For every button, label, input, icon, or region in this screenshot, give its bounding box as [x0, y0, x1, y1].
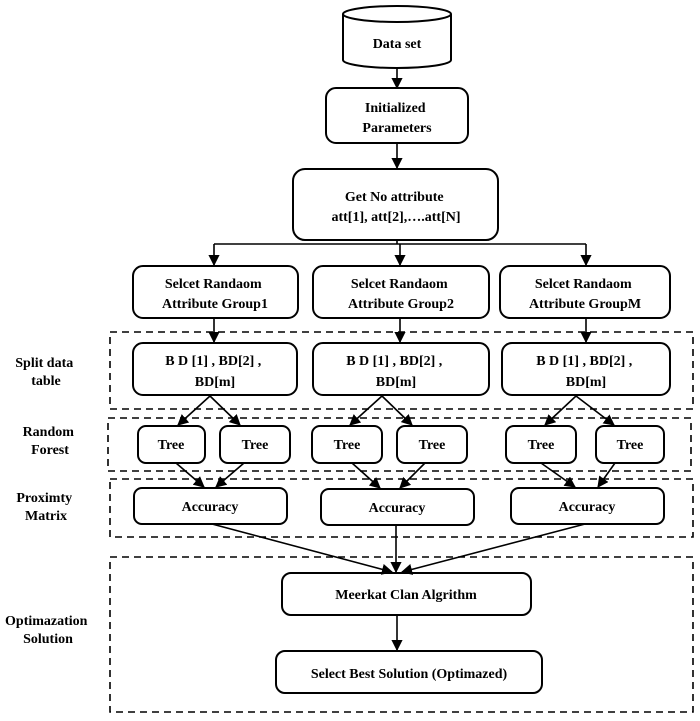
dataset-node: Data set	[342, 5, 452, 69]
edge-bd1-tree1a	[177, 395, 211, 426]
optimization-solution-label: Optimazation Solution	[5, 614, 91, 647]
edge-bd3-tree3a	[544, 395, 577, 426]
accuracy-node-3: Accuracy	[510, 487, 665, 525]
edges	[175, 69, 616, 652]
bd-node-1: B D [1] , BD[2] , BD[m]	[132, 342, 298, 396]
bd-label-1: B D [1] , BD[2] , BD[m]	[165, 354, 265, 390]
bd-node-2: B D [1] , BD[2] , BD[m]	[312, 342, 490, 396]
svg-text:Tree: Tree	[528, 438, 555, 453]
optimization-section-frame	[109, 556, 694, 713]
random-forest-label: Random Forest	[23, 425, 78, 458]
tree-node-3a: Tree	[505, 425, 577, 464]
edge-tree1a-acc1	[175, 462, 205, 488]
init-params-node: Initialized Parameters	[325, 87, 469, 144]
tree-node-2a: Tree	[311, 425, 383, 464]
bd-label-2: B D [1] , BD[2] , BD[m]	[346, 354, 446, 390]
svg-text:Tree: Tree	[617, 438, 644, 453]
accuracy-node-2: Accuracy	[320, 488, 475, 526]
edge-tree1b-acc1	[215, 462, 245, 488]
edge-tree2a-acc2	[351, 462, 381, 489]
svg-text:Select Best Solution (Optimaze: Select Best Solution (Optimazed)	[311, 667, 508, 682]
groupm-node: Selcet Randaom Attribute GroupM	[499, 265, 671, 319]
edge-acc3-meerkat	[400, 523, 586, 575]
bd-label-3: B D [1] , BD[2] , BD[m]	[536, 354, 636, 390]
dataset-label: Data set	[373, 37, 422, 52]
svg-text:Accuracy: Accuracy	[369, 501, 426, 516]
svg-text:Meerkat Clan Algrithm: Meerkat Clan Algrithm	[335, 588, 477, 603]
edge-bd2-tree2b	[381, 395, 413, 426]
forest-section-frame	[107, 417, 692, 472]
svg-text:Accuracy: Accuracy	[559, 500, 616, 515]
edge-acc1-meerkat	[211, 523, 394, 575]
meerkat-node: Meerkat Clan Algrithm	[281, 572, 532, 616]
edge-bd2-tree2a	[349, 395, 383, 426]
tree-node-1b: Tree	[219, 425, 291, 464]
svg-text:Tree: Tree	[158, 438, 185, 453]
init-params-label: Initialized Parameters	[362, 101, 432, 136]
tree-node-3b: Tree	[595, 425, 665, 464]
groupm-label: Selcet Randaom Attribute GroupM	[529, 277, 641, 312]
best-solution-node: Select Best Solution (Optimazed)	[275, 650, 543, 694]
get-attribute-label: Get No attribute att[1], att[2],….att[N]	[331, 190, 460, 225]
group1-label: Selcet Randaom Attribute Group1	[162, 277, 268, 312]
svg-text:Tree: Tree	[242, 438, 269, 453]
group2-label: Selcet Randaom Attribute Group2	[348, 277, 454, 312]
edge-bd1-tree1b	[209, 395, 241, 426]
split-label: Split data table	[15, 356, 76, 389]
tree-node-1a: Tree	[137, 425, 206, 464]
group2-node: Selcet Randaom Attribute Group2	[312, 265, 490, 319]
group1-node: Selcet Randaom Attribute Group1	[132, 265, 299, 319]
svg-text:Accuracy: Accuracy	[182, 500, 239, 515]
proximity-matrix-label: Proximty Matrix	[16, 491, 75, 524]
svg-text:Tree: Tree	[334, 438, 361, 453]
bd-node-3: B D [1] , BD[2] , BD[m]	[501, 342, 671, 396]
svg-text:Tree: Tree	[419, 438, 446, 453]
edge-tree2b-acc2	[399, 462, 426, 489]
edge-tree3b-acc3	[597, 462, 616, 488]
tree-node-2b: Tree	[396, 425, 468, 464]
accuracy-node-1: Accuracy	[133, 487, 288, 525]
get-attribute-node: Get No attribute att[1], att[2],….att[N]	[292, 168, 499, 241]
edge-bd3-tree3b	[575, 395, 615, 426]
edge-tree3a-acc3	[540, 462, 576, 488]
